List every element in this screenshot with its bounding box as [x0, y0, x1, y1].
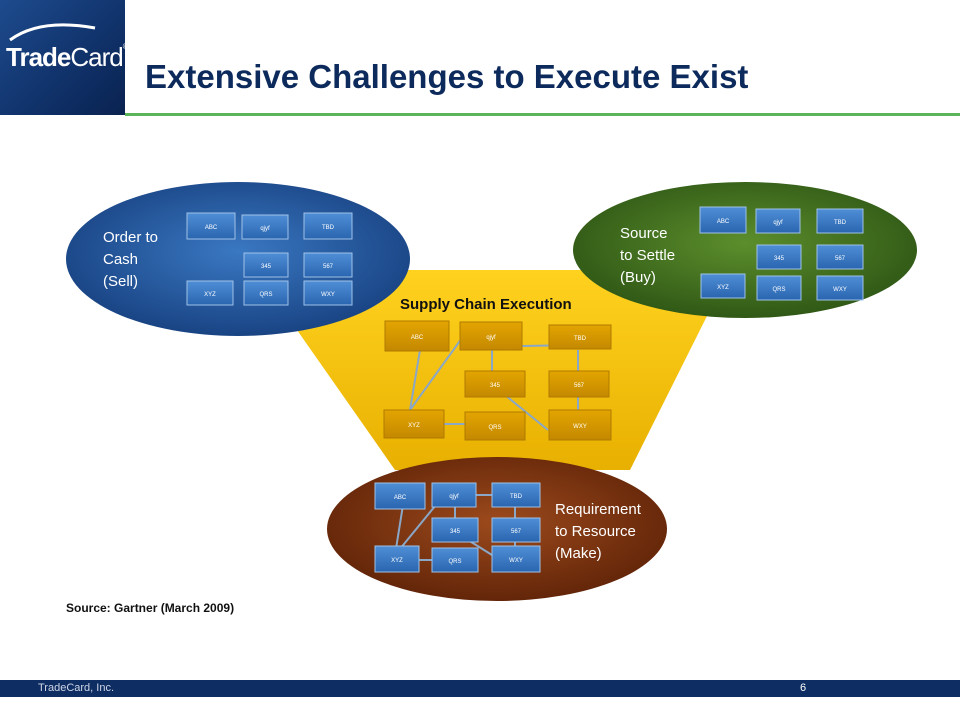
make-label-line-3: (Make) — [555, 545, 602, 562]
center-box-label-2: TBD — [574, 336, 587, 342]
make-box-label-0: ABC — [394, 495, 407, 501]
buy-box-2 — [816, 208, 864, 234]
center-box-5 — [383, 409, 445, 439]
center-box-7 — [548, 409, 612, 441]
page-number: 6 — [800, 682, 807, 694]
logo-trade-text: Trade — [6, 42, 71, 72]
make-box-label-4: 567 — [511, 529, 522, 535]
logo-card-text: Card — [70, 42, 123, 72]
make-label-line-2: to Resource — [555, 523, 636, 540]
center-box-label-5: XYZ — [408, 423, 420, 429]
sell-box-4 — [303, 252, 353, 278]
logo-swoosh-icon — [9, 23, 96, 42]
buy-label-line-2: to Settle — [620, 247, 675, 264]
buy-box-label-6: QRS — [772, 287, 785, 293]
make-box-label-1: qjyf — [449, 494, 459, 500]
make-box-4 — [491, 517, 541, 543]
sell-box-label-3: 345 — [261, 264, 272, 270]
sell-box-0 — [186, 212, 236, 240]
sell-box-label-2: TBD — [322, 225, 335, 231]
center-box-label-6: QRS — [488, 425, 501, 431]
center-box-0 — [384, 320, 450, 352]
make-box-1 — [431, 482, 477, 508]
buy-box-3 — [756, 244, 802, 270]
make-box-label-7: WXY — [509, 558, 523, 564]
center-box-label-7: WXY — [573, 424, 587, 430]
title-divider — [125, 113, 960, 116]
sell-box-label-0: ABC — [205, 225, 218, 231]
center-box-6 — [464, 411, 526, 441]
buy-box-label-0: ABC — [717, 219, 730, 225]
buy-box-label-2: TBD — [834, 220, 847, 226]
buy-box-7 — [816, 275, 864, 301]
buy-box-label-3: 345 — [774, 256, 785, 262]
supply-chain-label: Supply Chain Execution — [400, 296, 572, 313]
buy-box-0 — [699, 206, 747, 234]
buy-box-label-7: WXY — [833, 287, 847, 293]
center-box-label-3: 345 — [490, 383, 501, 389]
make-box-label-2: TBD — [510, 494, 523, 500]
logo-reg-mark: ® — [122, 42, 129, 51]
sell-label-line-1: Order to — [103, 229, 158, 246]
sell-box-label-5: XYZ — [204, 292, 216, 298]
sell-box-1 — [241, 214, 289, 240]
footer-bar: TradeCard, Inc. 6 — [0, 680, 960, 697]
make-box-5 — [374, 545, 420, 573]
center-box-label-1: qjyf — [486, 335, 496, 341]
sell-box-6 — [243, 280, 289, 306]
buy-label-line-3: (Buy) — [620, 269, 656, 286]
center-box-label-4: 567 — [574, 383, 585, 389]
make-box-0 — [374, 482, 426, 510]
make-box-2 — [491, 482, 541, 508]
center-box-2 — [548, 324, 612, 350]
buy-box-label-1: qjyf — [773, 220, 783, 226]
make-label-line-1: Requirement — [555, 501, 642, 518]
center-box-1 — [459, 321, 523, 351]
sell-box-label-7: WXY — [321, 292, 335, 298]
footer-company: TradeCard, Inc. — [38, 682, 115, 694]
center-box-3 — [464, 370, 526, 398]
buy-box-label-5: XYZ — [717, 285, 729, 291]
center-box-4 — [548, 370, 610, 398]
buy-label-line-1: Source — [620, 225, 668, 242]
sell-box-2 — [303, 212, 353, 240]
make-box-6 — [431, 547, 479, 573]
page-title: Extensive Challenges to Execute Exist — [145, 58, 749, 95]
sell-label-line-3: (Sell) — [103, 273, 138, 290]
make-box-7 — [491, 545, 541, 573]
make-box-label-5: XYZ — [391, 558, 403, 564]
sell-box-3 — [243, 252, 289, 278]
logo-panel: TradeCard® — [0, 0, 129, 115]
buy-box-6 — [756, 275, 802, 301]
buy-box-4 — [816, 244, 864, 270]
make-box-label-3: 345 — [450, 529, 461, 535]
center-box-label-0: ABC — [411, 335, 424, 341]
buy-box-label-4: 567 — [835, 256, 846, 262]
source-note: Source: Gartner (March 2009) — [66, 601, 235, 615]
sell-label-line-2: Cash — [103, 251, 138, 268]
sell-box-label-4: 567 — [323, 264, 334, 270]
sell-box-5 — [186, 280, 234, 306]
tradecard-logo: TradeCard® — [6, 42, 129, 73]
buy-box-1 — [755, 208, 801, 234]
make-box-label-6: QRS — [448, 559, 461, 565]
make-box-3 — [431, 517, 479, 543]
sell-box-7 — [303, 280, 353, 306]
buy-box-5 — [700, 273, 746, 299]
sell-box-label-1: qjyf — [260, 226, 270, 232]
sell-box-label-6: QRS — [259, 292, 272, 298]
